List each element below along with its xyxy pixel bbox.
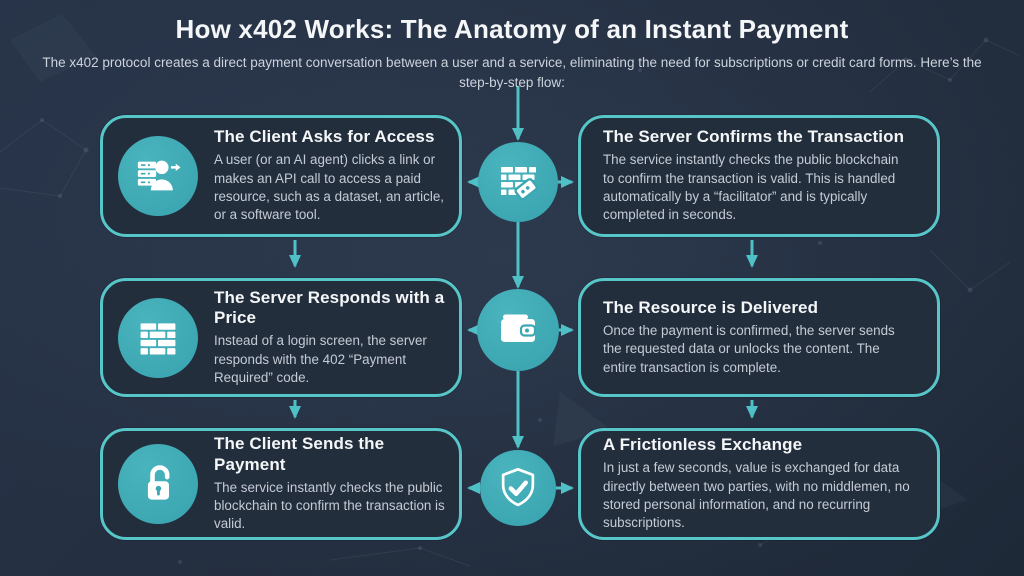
step-title: The Server Confirms the Transaction [603,127,905,147]
header: How x402 Works: The Anatomy of an Instan… [0,14,1024,94]
brick-wall-icon [118,297,198,378]
step-body: Instead of a login screen, the server re… [214,333,427,385]
open-padlock-icon [118,444,198,524]
step-box-server-confirms-transaction: The Server Confirms the Transaction The … [578,115,940,237]
shield-check-icon [480,450,556,526]
step-box-resource-delivered: The Resource is Delivered Once the payme… [578,278,940,397]
step-body: A user (or an AI agent) clicks a link or… [214,152,444,223]
page-title: How x402 Works: The Anatomy of an Instan… [175,14,849,44]
step-title: The Client Asks for Access [214,127,435,147]
step-body: The service instantly checks the public … [603,152,899,223]
step-body: In just a few seconds, value is exchange… [603,460,910,531]
step-box-frictionless-exchange: A Frictionless Exchange In just a few se… [578,428,940,540]
page-subtitle: The x402 protocol creates a direct payme… [42,55,982,91]
step-box-client-sends-payment: The Client Sends the Payment The service… [100,428,462,540]
step-body: The service instantly checks the public … [214,479,445,532]
step-title: The Client Sends the Payment [214,434,385,474]
blockchain-price-tag-icon [478,142,558,222]
step-title: The Resource is Delivered [603,298,819,318]
step-box-server-responds-price: The Server Responds with a Price Instead… [100,278,462,397]
step-body: Once the payment is confirmed, the serve… [603,322,895,375]
user-request-icon [118,136,198,216]
wallet-icon [477,289,559,371]
step-title: A Frictionless Exchange [603,435,803,455]
step-box-client-asks-for-access: The Client Asks for Access A user (or an… [100,115,462,237]
step-title: The Server Responds with a Price [214,287,445,328]
